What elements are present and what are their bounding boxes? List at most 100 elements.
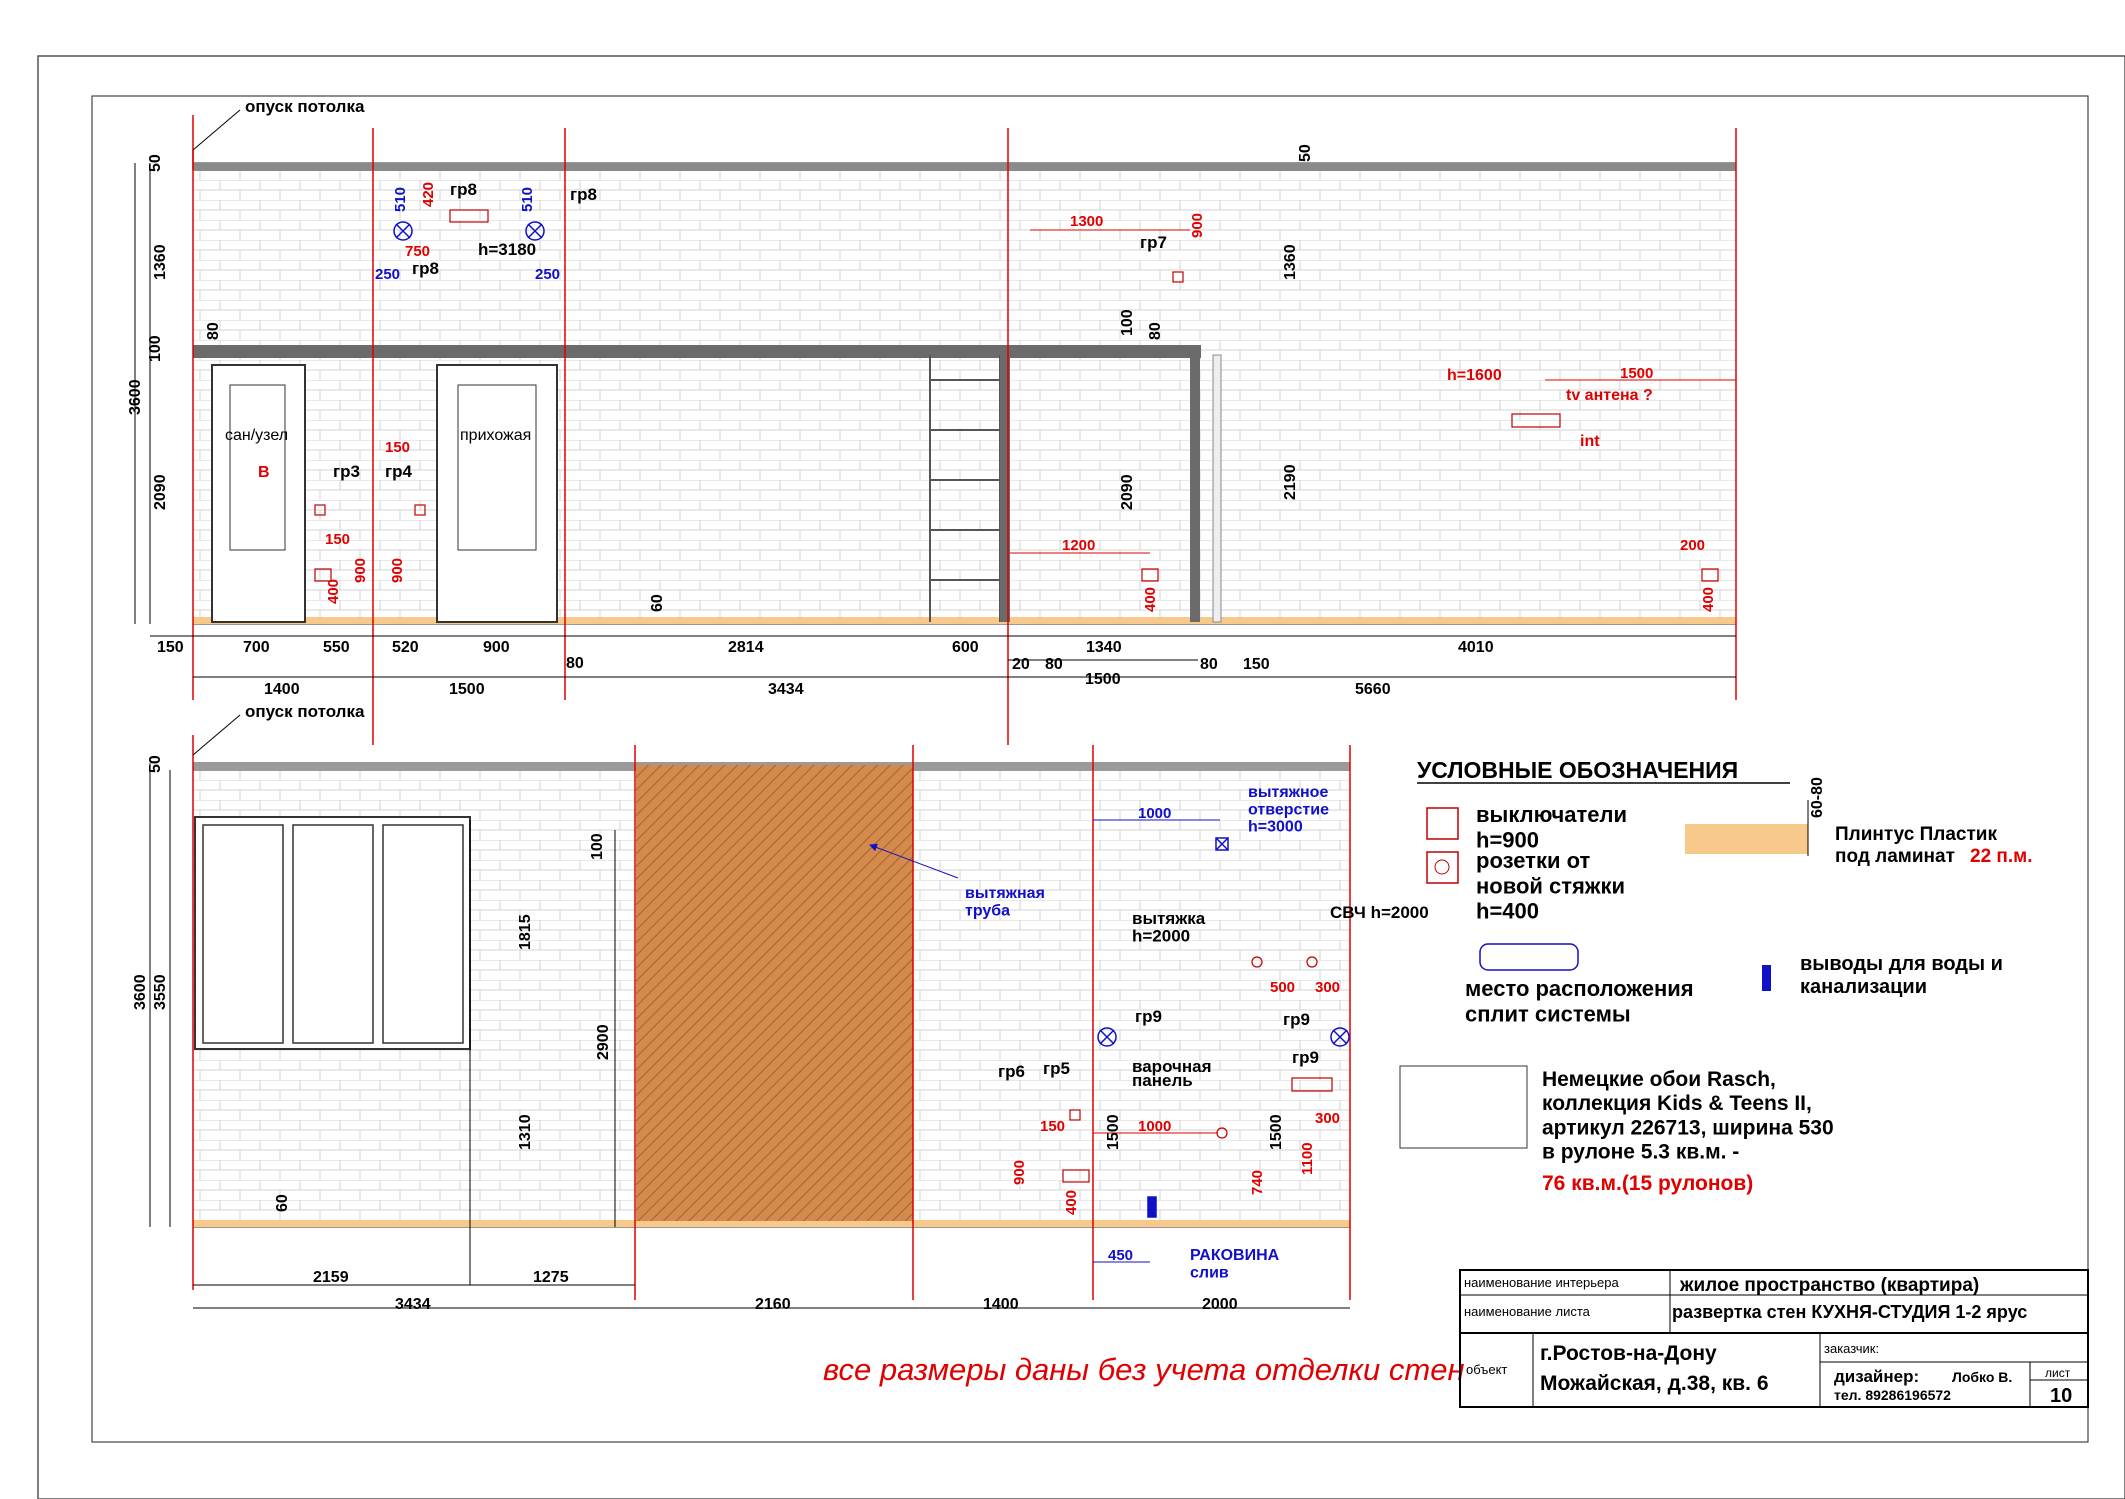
dim-row1-520: 520 xyxy=(392,639,419,656)
dim-row1-4010: 4010 xyxy=(1458,639,1494,656)
dim-r-400b: 400 xyxy=(1142,587,1159,612)
bottom-fixtures xyxy=(1062,956,1333,1183)
dim-r-900b: 900 xyxy=(352,558,369,583)
label-gr9b: гр9 xyxy=(1283,1010,1310,1029)
h3180: h=3180 xyxy=(478,240,536,259)
top-fixtures xyxy=(314,209,1719,582)
dim-r-1200: 1200 xyxy=(1062,537,1095,554)
room-label-bath: сан/узел xyxy=(225,427,288,444)
dim-row1-900: 900 xyxy=(483,639,510,656)
gr3: гр3 xyxy=(333,462,360,481)
legend-plinth-amount: 22 п.м. xyxy=(1970,846,2033,867)
dim-top-100b: 100 xyxy=(1119,309,1136,336)
dim-top-2190: 2190 xyxy=(1282,464,1299,500)
dim-bot-50: 50 xyxy=(147,755,164,773)
dim-r-200: 200 xyxy=(1680,537,1705,554)
legend-wallpaper-icon xyxy=(1399,1065,1528,1149)
top-ceiling-label: опуск потолка xyxy=(245,97,365,116)
dim-top-3600: 3600 xyxy=(127,379,144,415)
tb-interior-value: жилое пространство (квартира) xyxy=(1679,1275,1979,1296)
tb-client-label: заказчик: xyxy=(1824,1341,1879,1356)
bottom-plinth xyxy=(193,1220,1350,1227)
dim-r-1500: 1500 xyxy=(1620,365,1653,382)
dim-row1-600: 600 xyxy=(952,639,979,656)
label-gr6: гр6 xyxy=(998,1062,1025,1081)
dim-bot-1310: 1310 xyxy=(517,1114,534,1150)
dim-r-1100: 1100 xyxy=(1299,1142,1316,1175)
tb-object-value-2: Можайская, д.38, кв. 6 xyxy=(1540,1372,1769,1395)
dim-k-1500a: 1500 xyxy=(1105,1114,1122,1150)
top-ceiling-band xyxy=(193,163,1736,171)
dim-r-150a: 150 xyxy=(385,439,410,456)
dim-top-80: 80 xyxy=(205,322,222,340)
gr8-b: гр8 xyxy=(570,185,597,204)
door-hall-glass xyxy=(457,384,537,551)
dim-r-500: 500 xyxy=(1270,979,1295,996)
dim-r-900: 900 xyxy=(1011,1160,1028,1185)
dim-row1-550: 550 xyxy=(323,639,350,656)
top-red-gridlines xyxy=(192,128,1737,745)
dim-bot-2000: 2000 xyxy=(1202,1296,1238,1313)
label-mw: СВЧ h=2000 xyxy=(1330,903,1429,922)
tb-list-value: 10 xyxy=(2050,1385,2072,1407)
legend-switch-icon xyxy=(1426,807,1459,840)
dim-row1-80b: 80 xyxy=(1045,656,1063,673)
dim-row2-1500b: 1500 xyxy=(1085,671,1121,688)
column-right xyxy=(1190,355,1200,622)
gr8-c: гр8 xyxy=(412,259,439,278)
gr8-a: гр8 xyxy=(450,180,477,199)
bath-marker: В xyxy=(258,464,270,481)
legend-plinth-icon xyxy=(1685,824,1808,854)
dim-b-450: 450 xyxy=(1108,1247,1133,1264)
dim-row1-150: 150 xyxy=(157,639,184,656)
dim-bot-2160: 2160 xyxy=(755,1296,791,1313)
dim-top-80b: 80 xyxy=(1147,322,1164,340)
pipe-vertical xyxy=(1212,354,1222,623)
room-label-hall: прихожая xyxy=(460,427,531,444)
legend-wallpaper-amount: 76 кв.м.(15 рулонов) xyxy=(1542,1172,1753,1195)
dim-row1-700: 700 xyxy=(243,639,270,656)
dim-top-2090: 2090 xyxy=(152,474,169,510)
tb-sheet-label: наименование листа xyxy=(1464,1304,1591,1319)
dim-r-900c: 900 xyxy=(389,558,406,583)
legend-wallpaper: Немецкие обои Rasch,коллекция Kids & Tee… xyxy=(1542,1068,1834,1163)
sheet-border-outer xyxy=(37,55,2125,1499)
dim-top-1360: 1360 xyxy=(152,244,169,280)
dim-row1-20: 20 xyxy=(1012,656,1030,673)
dim-r-150b: 150 xyxy=(325,531,350,548)
dim-row2-1500: 1500 xyxy=(449,681,485,698)
tb-object-value-1: г.Ростов-на-Дону xyxy=(1540,1342,1717,1365)
gr7: гр7 xyxy=(1140,233,1167,252)
tv-antenna: tv антена ? xyxy=(1566,387,1653,404)
dim-row2-3434: 3434 xyxy=(768,681,804,698)
h1600: h=1600 xyxy=(1447,367,1502,384)
dim-r-400: 400 xyxy=(1063,1190,1080,1215)
dim-r-300b: 300 xyxy=(1315,1110,1340,1127)
dim-r-400c: 400 xyxy=(1700,587,1717,612)
legend-plinth-dim: 60-80 xyxy=(1809,777,1826,818)
top-plinth xyxy=(193,617,1736,624)
dim-top-1360r: 1360 xyxy=(1282,244,1299,280)
legend-split-icon xyxy=(1479,943,1579,971)
dim-row1-1340: 1340 xyxy=(1086,639,1122,656)
dim-bot-3550: 3550 xyxy=(152,974,169,1010)
dim-k-1500b: 1500 xyxy=(1268,1114,1285,1150)
bottom-elevation xyxy=(149,735,1351,1309)
tb-interior-label: наименование интерьера xyxy=(1464,1275,1619,1290)
tb-object-label: объект xyxy=(1466,1362,1507,1377)
dim-top-60: 60 xyxy=(649,594,666,612)
dim-bot-1400: 1400 xyxy=(983,1296,1019,1313)
label-gr9a: гр9 xyxy=(1135,1007,1162,1026)
dim-b-510a: 510 xyxy=(392,187,409,212)
tb-phone: тел. 89286196572 xyxy=(1834,1387,1951,1403)
dim-r-400a: 400 xyxy=(325,579,342,604)
bottom-red-gridlines xyxy=(192,735,1351,1300)
dim-bot-2900: 2900 xyxy=(595,1024,612,1060)
